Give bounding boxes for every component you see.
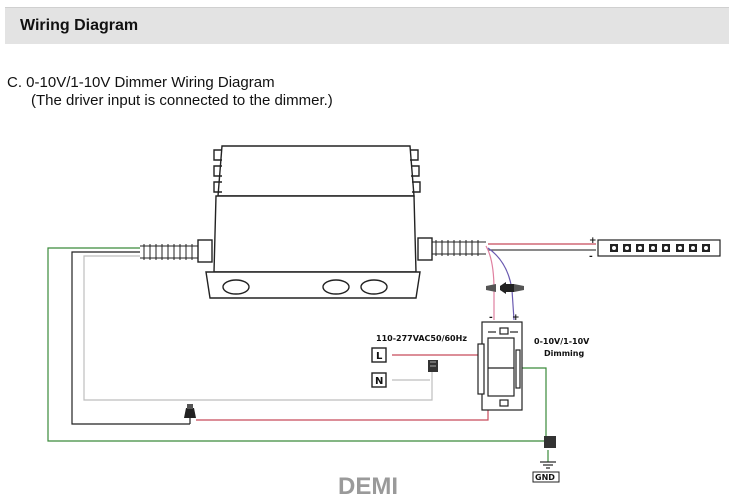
- watermark: DEMI: [338, 473, 398, 497]
- dimming-label-line1: 0-10V/1-10V: [534, 337, 590, 346]
- dim-pink-wire: [485, 245, 495, 320]
- output-cable: [432, 240, 486, 256]
- voltage-label: 110-277VAC50/60Hz: [376, 334, 467, 343]
- led-strip: [597, 239, 721, 257]
- ground-label-box: [532, 471, 560, 483]
- section-note: (The driver input is connected to the di…: [31, 92, 333, 109]
- wire-nut-line: [184, 404, 196, 418]
- ground-terminal: [540, 436, 556, 469]
- terminal-line: L: [371, 347, 387, 363]
- dimmer-minus-label: -: [489, 313, 493, 323]
- line-wire: [196, 400, 489, 421]
- strip-minus-label: -: [589, 252, 593, 262]
- header-bar: Wiring Diagram: [5, 7, 729, 44]
- strip-plus-label: +: [589, 236, 597, 246]
- dimming-label-line2: Dimming: [544, 349, 584, 358]
- neutral-wire: [83, 255, 433, 401]
- ground-wire: [47, 247, 548, 442]
- wire-nut-dim: [486, 282, 524, 294]
- terminal-neutral-label: N: [375, 376, 383, 387]
- terminal-neutral: N: [371, 372, 387, 388]
- header-title: Wiring Diagram: [20, 17, 139, 34]
- dimmer-plus-label: +: [512, 313, 520, 323]
- input-cable: [140, 244, 198, 260]
- ground-wire-dimmer: [520, 367, 547, 441]
- led-driver: [197, 145, 433, 299]
- terminal-line-label: L: [376, 351, 383, 362]
- wire-nut-neutral: [428, 360, 438, 372]
- ground-label: GND: [535, 473, 555, 482]
- black-wire: [71, 251, 190, 425]
- section-title: C. 0-10V/1-10V Dimmer Wiring Diagram: [7, 74, 275, 91]
- dimmer-switch: [477, 321, 523, 411]
